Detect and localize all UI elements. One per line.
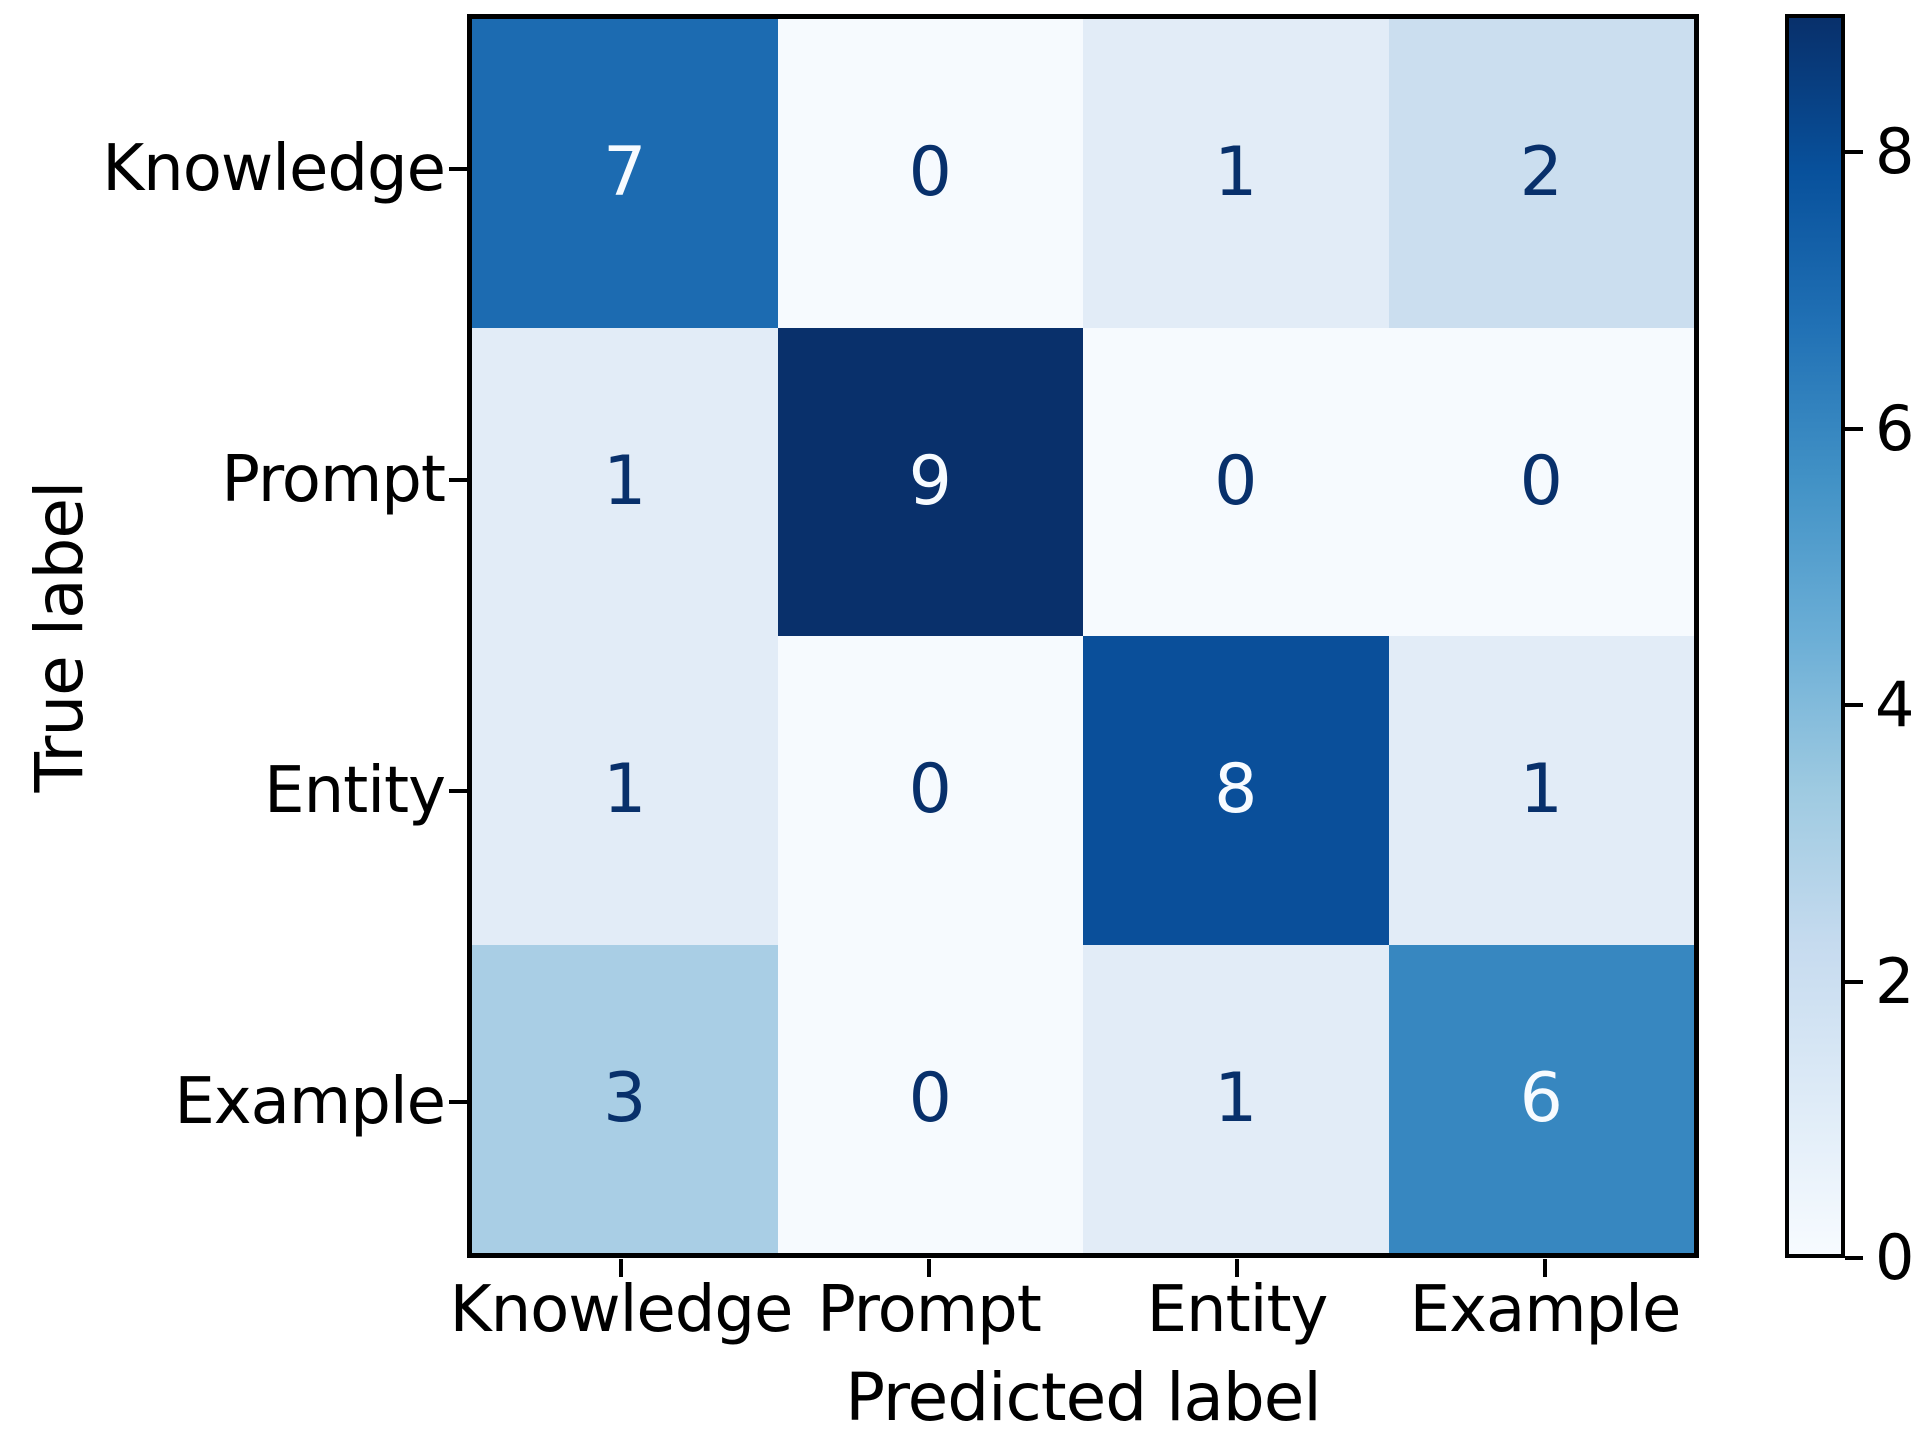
heatmap-cell: 1 [1388, 636, 1694, 945]
heatmap-cell: 3 [472, 944, 778, 1253]
heatmap-cell: 1 [1083, 944, 1389, 1253]
heatmap-grid: 7 0 1 2 1 9 0 0 1 0 8 1 3 0 1 6 [467, 14, 1699, 1258]
heatmap-cell: 0 [777, 944, 1083, 1253]
colorbar [1785, 14, 1845, 1258]
heatmap-cell: 0 [1388, 327, 1694, 636]
heatmap-cell: 8 [1083, 636, 1389, 945]
colorbar-tick-label: 8 [1875, 115, 1915, 189]
colorbar-tick-label: 2 [1875, 944, 1915, 1018]
y-axis-title: True label [21, 481, 98, 793]
colorbar-tick [1845, 979, 1863, 984]
y-axis-tick [449, 478, 467, 482]
heatmap-cell: 1 [472, 636, 778, 945]
y-tick-label-entity: Entity [264, 754, 446, 828]
y-tick-label-knowledge: Knowledge [102, 132, 446, 206]
heatmap-cell: 0 [777, 636, 1083, 945]
colorbar-tick [1845, 150, 1863, 155]
heatmap-cell: 2 [1388, 19, 1694, 328]
y-axis-tick [449, 167, 467, 171]
colorbar-tick [1845, 426, 1863, 431]
y-tick-label-example: Example [174, 1065, 446, 1139]
colorbar-tick-label: 6 [1875, 391, 1915, 465]
heatmap-cell: 1 [472, 327, 778, 636]
colorbar-gradient [1789, 18, 1841, 1254]
x-tick-label-example: Example [1409, 1273, 1682, 1347]
x-axis-tick [619, 1259, 623, 1277]
colorbar-tick [1845, 703, 1863, 708]
heatmap-cell: 0 [777, 19, 1083, 328]
x-axis-title: Predicted label [845, 1359, 1321, 1436]
x-axis-tick [927, 1259, 931, 1277]
y-axis-tick [449, 1100, 467, 1104]
y-tick-label-prompt: Prompt [221, 443, 446, 517]
heatmap-cell: 6 [1388, 944, 1694, 1253]
x-axis-tick [1235, 1259, 1239, 1277]
colorbar-ticks: 8 6 4 2 0 [1845, 14, 1928, 1293]
x-tick-label-prompt: Prompt [817, 1273, 1042, 1347]
heatmap-cell: 7 [472, 19, 778, 328]
x-tick-label-knowledge: Knowledge [449, 1273, 794, 1347]
colorbar-tick [1845, 1256, 1863, 1260]
x-axis-tick [1543, 1259, 1547, 1277]
heatmap-cell: 9 [777, 327, 1083, 636]
heatmap-cell: 1 [1083, 19, 1389, 328]
colorbar-tick-label: 0 [1875, 1221, 1915, 1294]
heatmap-cell: 0 [1083, 327, 1389, 636]
colorbar-tick-label: 4 [1875, 668, 1915, 742]
x-tick-label-entity: Entity [1146, 1273, 1329, 1347]
y-axis-tick [449, 789, 467, 793]
